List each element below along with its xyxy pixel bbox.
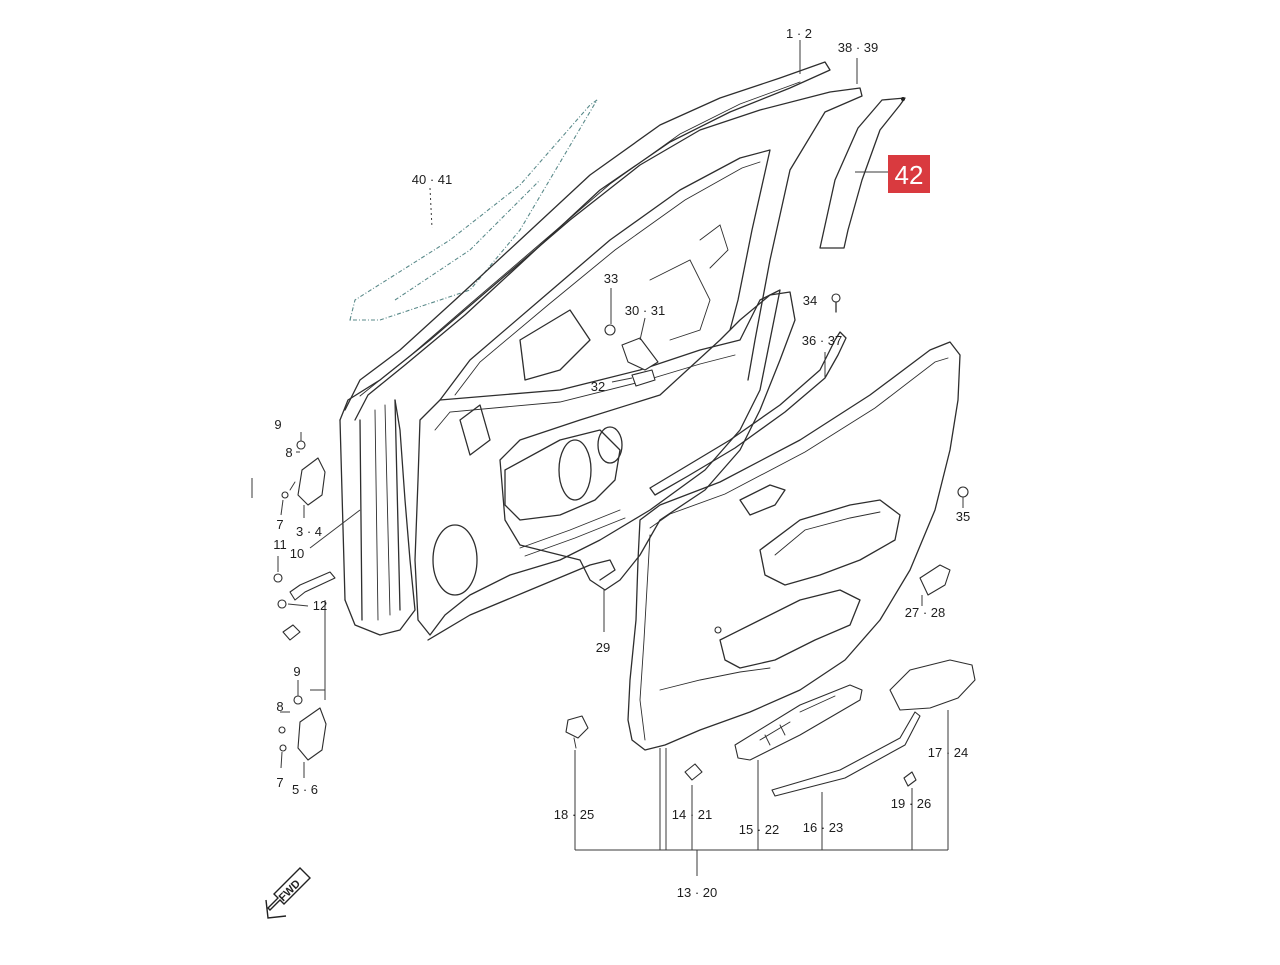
callout-1-2: 1 · 2 bbox=[786, 26, 812, 41]
highlight-badge-label: 42 bbox=[895, 160, 924, 190]
callout-15-22: 15 · 22 bbox=[739, 822, 779, 837]
door-sash-trim bbox=[819, 97, 906, 249]
leader-40-41 bbox=[429, 187, 433, 229]
armrest-garnish bbox=[771, 711, 921, 797]
callout-35: 35 bbox=[956, 509, 970, 524]
leader-7a bbox=[280, 499, 284, 516]
highlight-badge-background bbox=[888, 155, 930, 193]
fwd-arrow-icon: FWD bbox=[265, 867, 311, 919]
screw-19-26 bbox=[903, 771, 917, 787]
callout-8b: 8 bbox=[276, 699, 283, 714]
callout-40-41: 40 · 41 bbox=[412, 172, 452, 187]
callout-14-21: 14 · 21 bbox=[672, 807, 712, 822]
callout-5-6: 5 · 6 bbox=[292, 782, 318, 797]
front-door-shell bbox=[339, 87, 863, 641]
armrest-cover bbox=[889, 659, 976, 711]
belt-weatherstrip bbox=[649, 331, 847, 496]
callout-13-20: 13 · 20 bbox=[677, 885, 717, 900]
callout-38-39: 38 · 39 bbox=[838, 40, 878, 55]
door-check bbox=[273, 571, 336, 641]
callout-33: 33 bbox=[604, 271, 618, 286]
callout-10: 10 bbox=[290, 546, 304, 561]
door-glass bbox=[349, 99, 598, 321]
window-regulator-bracket bbox=[604, 324, 659, 387]
leader-10 bbox=[309, 509, 361, 549]
handle-bracket-27-28 bbox=[919, 564, 951, 596]
lower-hinge bbox=[278, 695, 327, 761]
power-window-switch bbox=[734, 684, 863, 761]
leader-32 bbox=[611, 377, 633, 383]
callout-8a: 8 bbox=[285, 445, 292, 460]
callout-16-23: 16 · 23 bbox=[803, 820, 843, 835]
callout-9a: 9 bbox=[274, 417, 281, 432]
push-clip-18-25 bbox=[565, 715, 589, 749]
callout-36-37: 36 · 37 bbox=[802, 333, 842, 348]
callout-7b: 7 bbox=[276, 775, 283, 790]
callout-12: 12 bbox=[313, 598, 327, 613]
callout-9b: 9 bbox=[293, 664, 300, 679]
callout-labels: 1 · 2 38 · 39 40 · 41 33 30 · 31 32 34 3… bbox=[273, 26, 970, 900]
door-sealing-sheet bbox=[499, 291, 796, 591]
clip-35 bbox=[957, 486, 969, 498]
highlight-badge-42: 42 bbox=[888, 155, 930, 193]
callout-32: 32 bbox=[591, 379, 605, 394]
callout-17-24: 17 · 24 bbox=[928, 745, 968, 760]
leader-30-31 bbox=[639, 317, 646, 341]
callout-27-28: 27 · 28 bbox=[905, 605, 945, 620]
callout-18-25: 18 · 25 bbox=[554, 807, 594, 822]
upper-hinge bbox=[281, 440, 326, 506]
leader-7b bbox=[280, 751, 283, 769]
callout-19-26: 19 · 26 bbox=[891, 796, 931, 811]
callout-29: 29 bbox=[596, 640, 610, 655]
clip-34 bbox=[831, 293, 841, 313]
door-trim-panel bbox=[627, 341, 961, 751]
callout-7a: 7 bbox=[276, 517, 283, 532]
callout-34: 34 bbox=[803, 293, 817, 308]
leader-12 bbox=[287, 603, 309, 607]
callout-30-31: 30 · 31 bbox=[625, 303, 665, 318]
door-weatherstrip bbox=[344, 61, 831, 421]
callout-3-4: 3 · 4 bbox=[296, 524, 322, 539]
callout-11: 11 bbox=[273, 537, 287, 552]
clip-14-21 bbox=[684, 763, 703, 781]
